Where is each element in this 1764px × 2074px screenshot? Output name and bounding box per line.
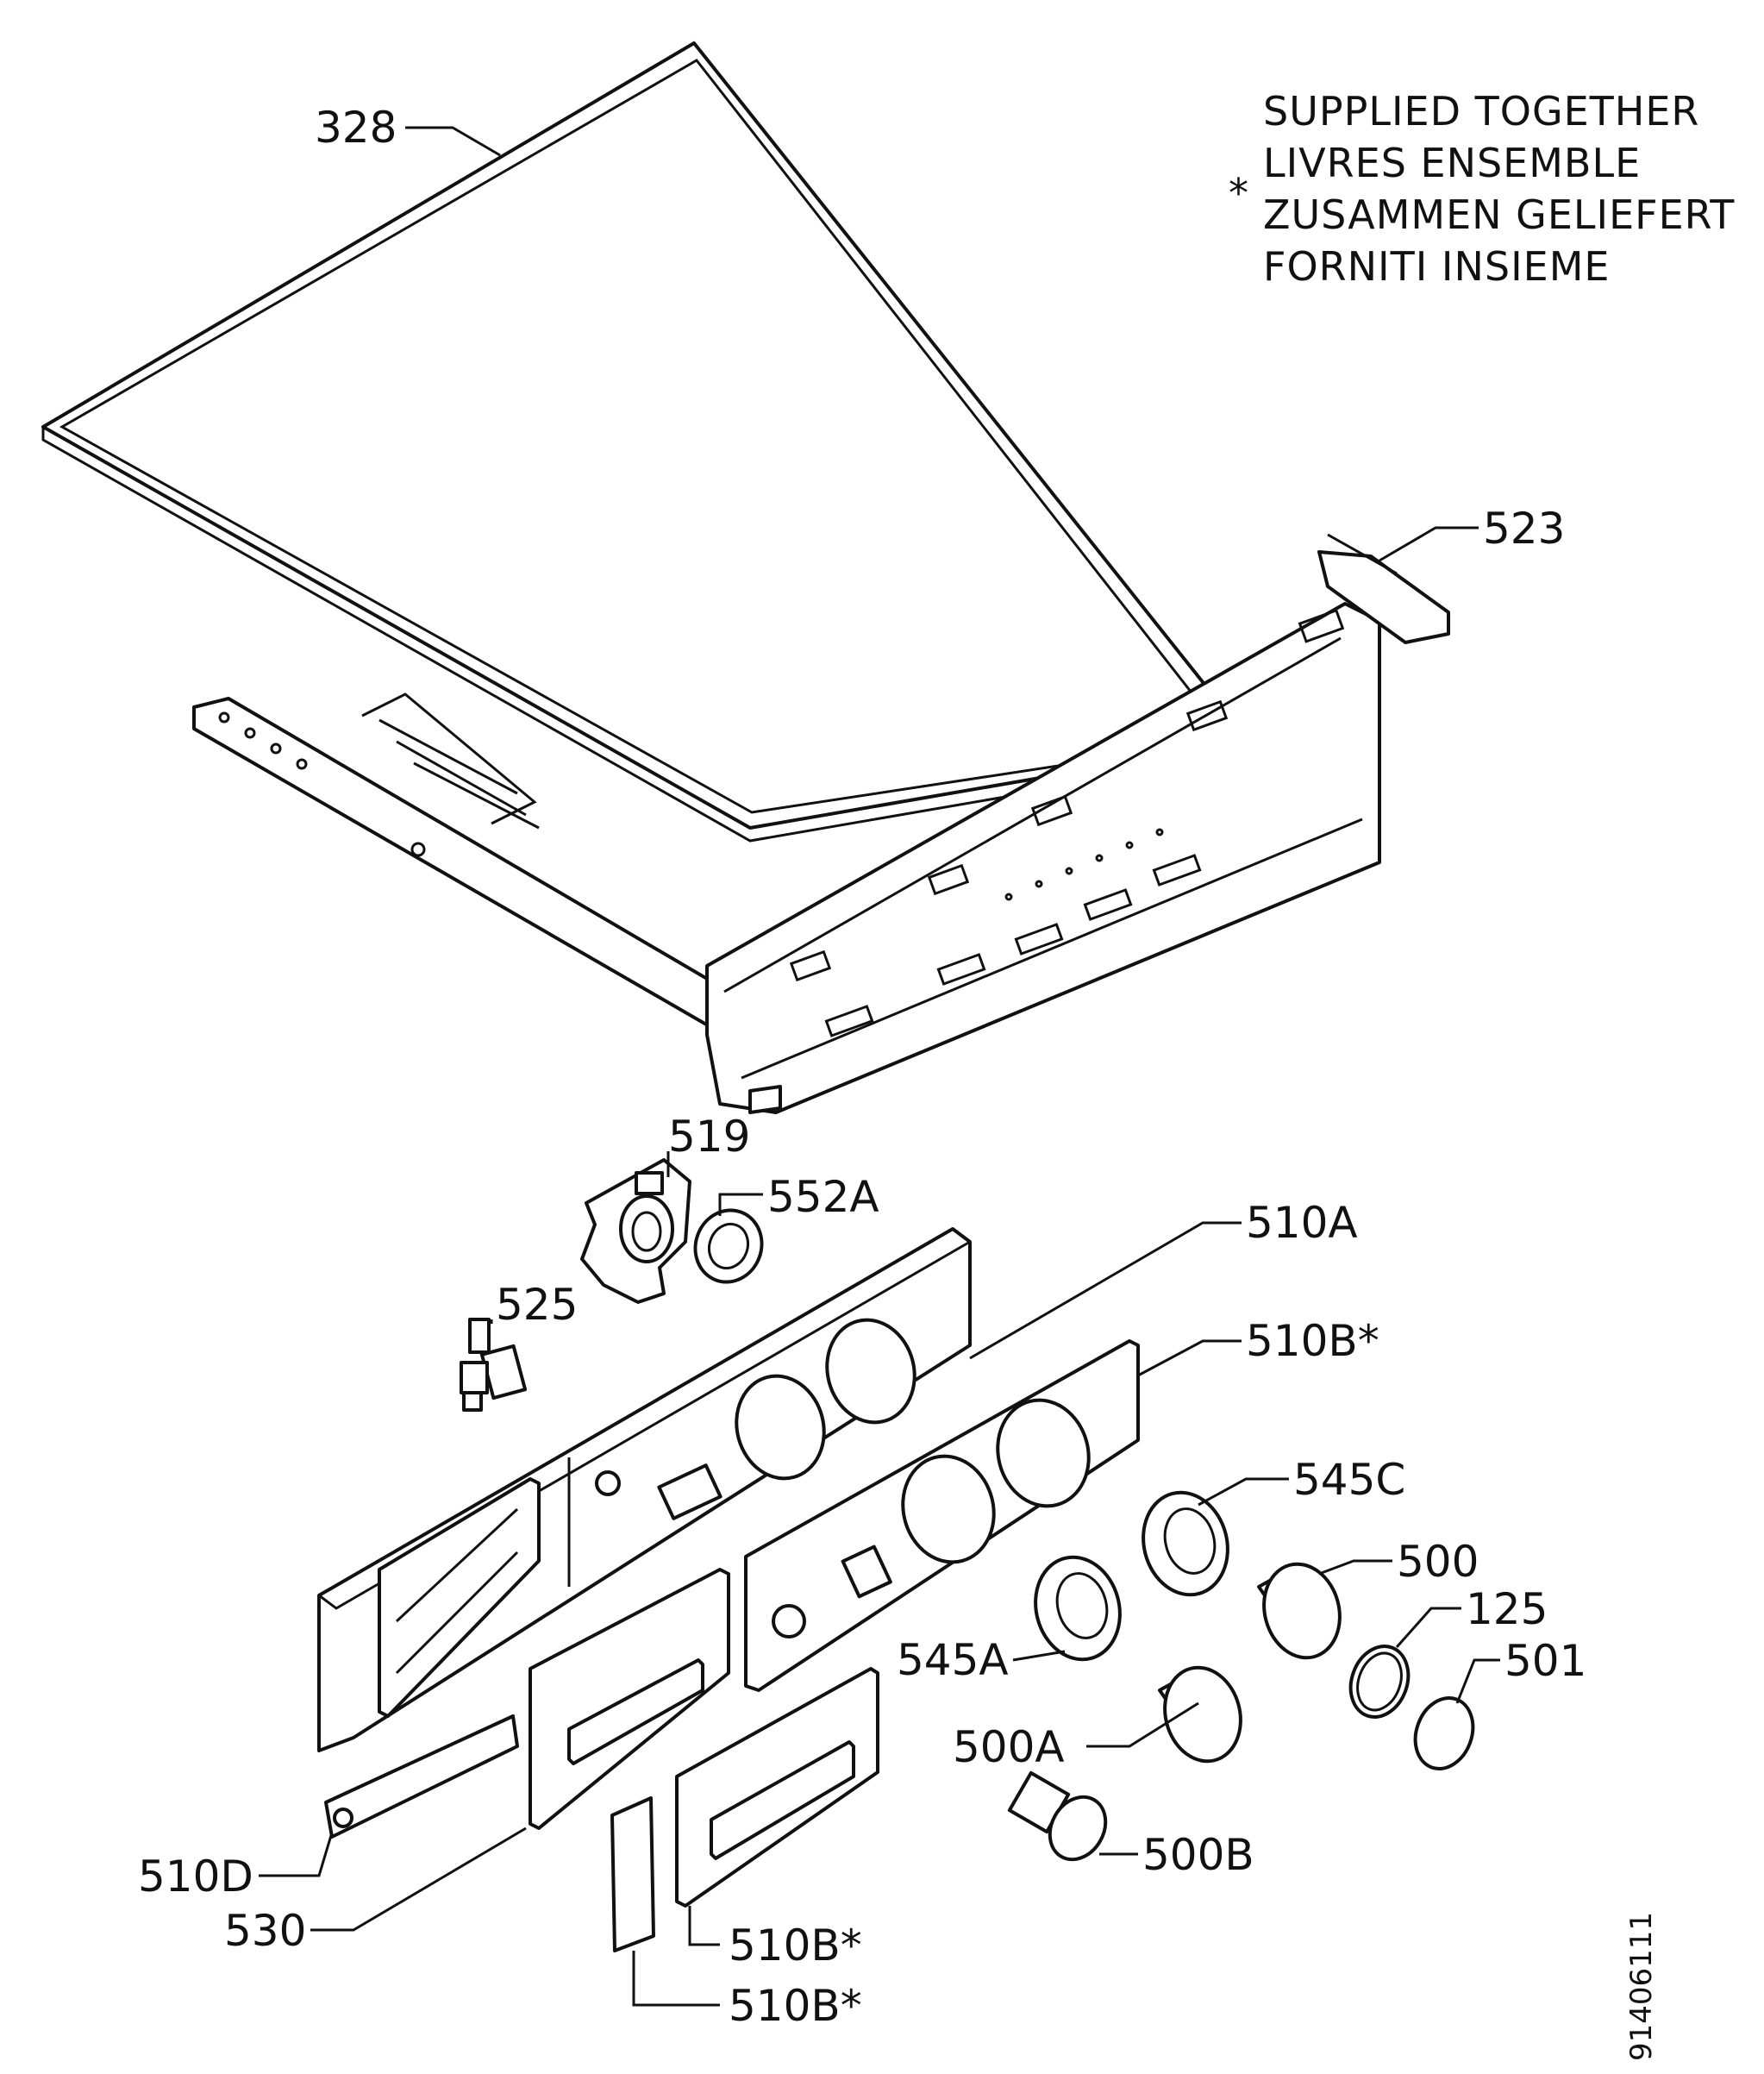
part-labels: 328 523 519 552A 525 510A 510B* 545C 500… xyxy=(138,103,1586,2031)
label-545c: 545C xyxy=(1293,1455,1405,1505)
legend-line-it: FORNITI INSIEME xyxy=(1263,243,1610,290)
part-500b-knob xyxy=(1007,1770,1108,1862)
label-519: 519 xyxy=(668,1112,750,1162)
label-552a: 552A xyxy=(767,1172,879,1222)
label-510d: 510D xyxy=(138,1852,253,1902)
label-328: 328 xyxy=(315,103,397,153)
drawing-number: 91406111 xyxy=(1624,1912,1659,2061)
label-510b-top: 510B* xyxy=(1246,1316,1379,1366)
part-525-switch xyxy=(460,1318,528,1412)
label-500b: 500B xyxy=(1142,1830,1254,1880)
label-545a: 545A xyxy=(897,1635,1009,1685)
part-523-frame xyxy=(192,533,1450,1114)
part-510b-small-panels xyxy=(610,1667,879,1952)
label-510a: 510A xyxy=(1246,1198,1358,1248)
label-523: 523 xyxy=(1483,504,1565,554)
part-545c-ring xyxy=(1142,1490,1229,1597)
part-519-switch-housing xyxy=(580,1158,691,1304)
label-125: 125 xyxy=(1466,1584,1548,1634)
label-525: 525 xyxy=(496,1280,578,1330)
part-545a-ring xyxy=(1034,1555,1122,1662)
part-510a-panel xyxy=(317,1227,972,1752)
label-500: 500 xyxy=(1397,1537,1479,1587)
legend-line-en: SUPPLIED TOGETHER xyxy=(1263,88,1699,135)
legend-line-de: ZUSAMMEN GELIEFERT xyxy=(1263,191,1735,238)
part-510d-strip xyxy=(324,1714,519,1839)
label-530: 530 xyxy=(224,1906,306,1956)
legend: * SUPPLIED TOGETHER LIVRES ENSEMBLE ZUSA… xyxy=(1229,88,1735,290)
label-500a: 500A xyxy=(953,1722,1065,1772)
legend-line-fr: LIVRES ENSEMBLE xyxy=(1263,140,1641,186)
label-501: 501 xyxy=(1504,1636,1586,1686)
part-500a-knob xyxy=(1158,1665,1242,1764)
part-552a-ring xyxy=(693,1208,764,1284)
leader-lines xyxy=(259,126,1500,2007)
part-500-knob xyxy=(1257,1562,1342,1660)
part-510b-overlay xyxy=(744,1339,1140,1692)
label-510b-bot: 510B* xyxy=(729,1981,862,2031)
part-501-cap xyxy=(1413,1696,1475,1770)
label-510b-mid: 510B* xyxy=(729,1920,862,1971)
part-125-ring xyxy=(1348,1645,1411,1719)
part-530-handle-plate xyxy=(529,1568,730,1830)
legend-asterisk: * xyxy=(1229,170,1249,216)
